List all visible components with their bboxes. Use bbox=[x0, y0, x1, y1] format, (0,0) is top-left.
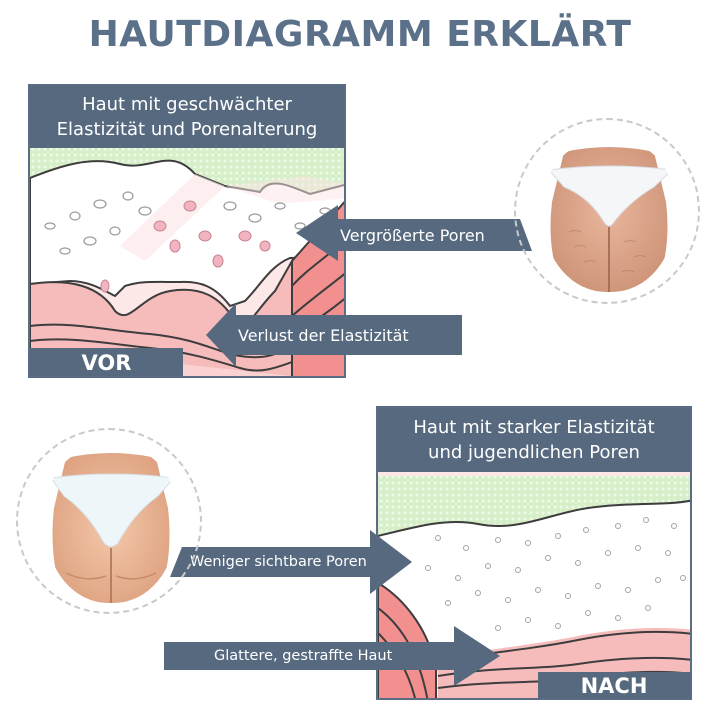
arrow-left-icon bbox=[296, 205, 532, 261]
smoother-skin-label: Glattere, gestraffte Haut bbox=[214, 648, 393, 664]
cellulite-buttocks-photo bbox=[544, 142, 674, 292]
after-stamp: NACH bbox=[538, 672, 690, 698]
arrow-right-icon bbox=[164, 626, 500, 686]
before-stamp: VOR bbox=[30, 348, 183, 376]
arrow-right-icon bbox=[170, 530, 412, 594]
smooth-buttocks-photo bbox=[46, 448, 176, 603]
before-photo bbox=[514, 118, 700, 304]
page-title: HAUTDIAGRAMM ERKLÄRT bbox=[88, 14, 632, 55]
after-caption-line2: und jugendlichen Poren bbox=[428, 442, 640, 463]
smoother-skin-arrow: Glattere, gestraffte Haut bbox=[164, 626, 500, 686]
healthy-skin-cross-section-illustration bbox=[378, 476, 690, 698]
fewer-pores-arrow: Weniger sichtbare Poren bbox=[170, 530, 412, 594]
after-skin-diagram: Haut mit starker Elastizität und jugendl… bbox=[376, 406, 692, 700]
enlarged-pores-arrow: Vergrößerte Poren bbox=[296, 205, 532, 261]
dashed-ring bbox=[514, 118, 700, 304]
after-caption-line1: Haut mit starker Elastizität bbox=[413, 417, 655, 438]
dashed-ring bbox=[16, 428, 202, 614]
before-caption-line1: Haut mit geschwächter bbox=[82, 94, 292, 115]
arrow-left-icon bbox=[206, 303, 462, 367]
before-caption-line2: Elastizität und Porenalterung bbox=[56, 119, 318, 140]
fewer-pores-label: Weniger sichtbare Poren bbox=[190, 554, 367, 570]
enlarged-pores-label: Vergrößerte Poren bbox=[340, 225, 485, 245]
before-caption: Haut mit geschwächter Elastizität und Po… bbox=[30, 86, 344, 148]
after-caption: Haut mit starker Elastizität und jugendl… bbox=[378, 408, 690, 472]
elasticity-loss-arrow: Verlust der Elastizität bbox=[206, 303, 462, 367]
after-photo bbox=[16, 428, 202, 614]
elasticity-loss-label: Verlust der Elastizität bbox=[238, 325, 409, 345]
